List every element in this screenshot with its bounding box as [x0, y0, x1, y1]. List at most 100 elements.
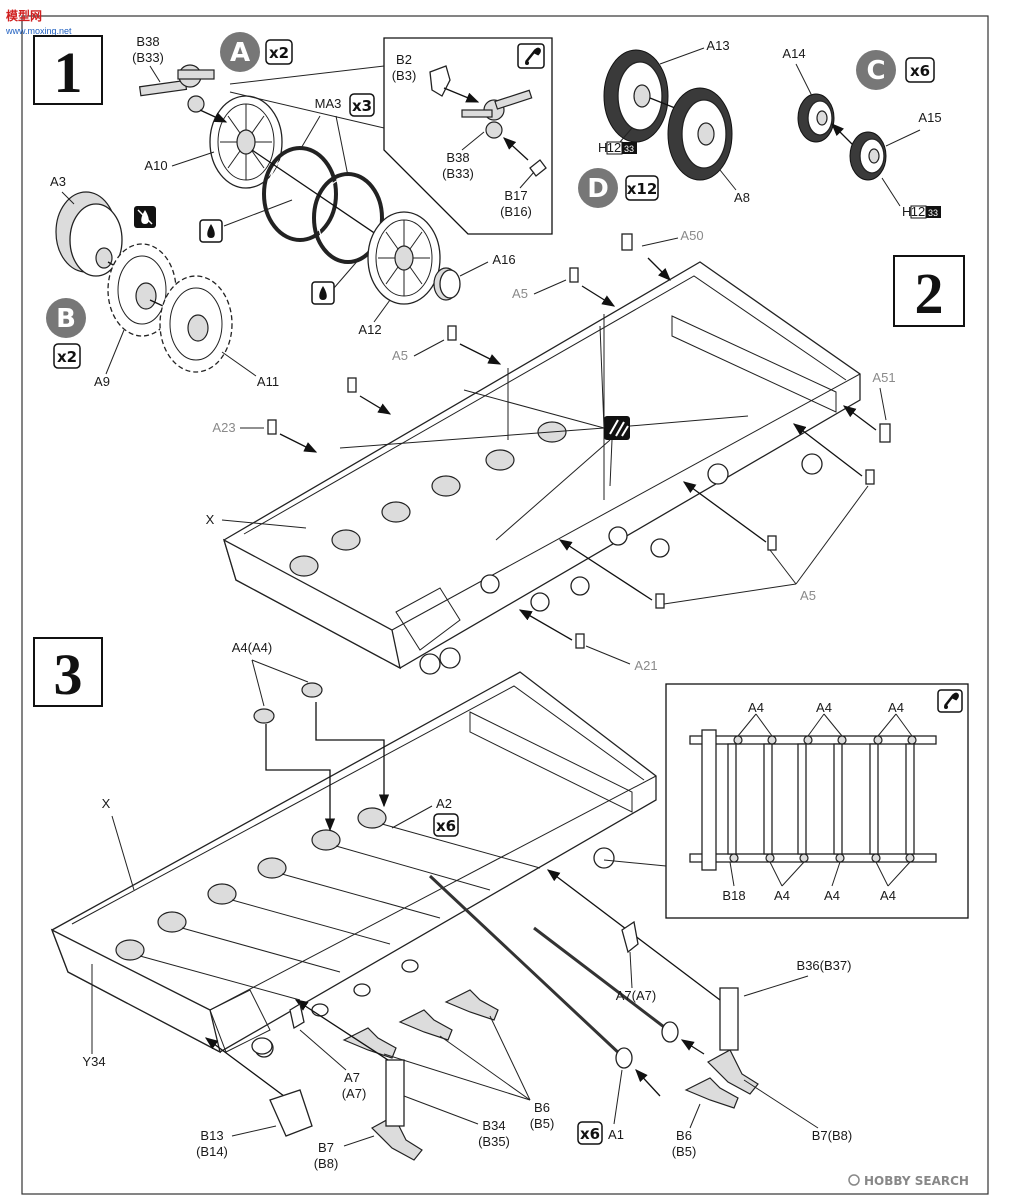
svg-text:B36(B37): B36(B37): [797, 958, 852, 973]
svg-text:(B5): (B5): [530, 1116, 555, 1131]
parts-a1-torsion-bars: [428, 874, 679, 1069]
part-a10-wheel: [209, 95, 283, 189]
no-cement-icon: [134, 206, 156, 228]
svg-text:A13: A13: [706, 38, 729, 53]
svg-text:X: X: [102, 796, 111, 811]
cement-icon: [311, 281, 335, 305]
svg-text:B38: B38: [446, 150, 469, 165]
svg-text:x6: x6: [910, 62, 930, 80]
callout-a: A x2: [220, 32, 293, 72]
svg-text:模型网: 模型网: [6, 8, 42, 23]
svg-text:x2: x2: [57, 348, 77, 366]
step-number: 1: [54, 40, 83, 105]
part-b38-arm: [138, 64, 215, 113]
svg-text:A51: A51: [872, 370, 895, 385]
svg-text:(B33): (B33): [132, 50, 164, 65]
part-a8-wheel: [667, 87, 733, 181]
svg-text:A8: A8: [734, 190, 750, 205]
part-a4-bracket: [253, 682, 323, 724]
svg-text:C: C: [866, 56, 885, 86]
svg-text:X: X: [206, 512, 215, 527]
a2-qty-box: [433, 813, 459, 837]
svg-text:A: A: [230, 38, 250, 68]
cement-icon: [199, 219, 223, 243]
svg-text:A4: A4: [748, 700, 764, 715]
svg-text:A9: A9: [94, 374, 110, 389]
callout-b: B x2: [46, 298, 86, 369]
svg-text:x12: x12: [627, 180, 658, 198]
callout-d: D x12: [578, 168, 659, 208]
svg-text:H: H: [598, 140, 607, 155]
svg-text:A4: A4: [816, 700, 832, 715]
svg-text:B7: B7: [318, 1140, 334, 1155]
sanding-icon: [604, 416, 630, 440]
hobby-search-watermark: HOBBY SEARCH: [848, 1174, 969, 1188]
svg-text:Y34: Y34: [82, 1054, 105, 1069]
svg-text:A7: A7: [344, 1070, 360, 1085]
a1-qty-box: [577, 1121, 603, 1145]
part-a16-hubcap: [433, 267, 461, 301]
parts-a5-brackets: [267, 233, 891, 649]
part-a3-sprocket-hub: [55, 191, 123, 277]
svg-text:A4: A4: [824, 888, 840, 903]
svg-text:B13: B13: [200, 1128, 223, 1143]
svg-text:B: B: [56, 304, 76, 334]
svg-text:x2: x2: [269, 44, 289, 62]
part-a11-sprocket: [159, 275, 233, 373]
svg-text:A7(A7): A7(A7): [616, 988, 656, 1003]
svg-text:A1: A1: [608, 1127, 624, 1142]
svg-text:HOBBY SEARCH: HOBBY SEARCH: [864, 1174, 969, 1188]
svg-text:A5: A5: [800, 588, 816, 603]
svg-text:(A7): (A7): [342, 1086, 367, 1101]
svg-text:A14: A14: [782, 46, 805, 61]
svg-text:D: D: [587, 174, 609, 204]
svg-text:A4: A4: [880, 888, 896, 903]
svg-text:A5: A5: [512, 286, 528, 301]
callout-c: C x6: [856, 50, 935, 90]
paint-code: H 12 33: [881, 177, 941, 219]
page-border: [21, 15, 989, 1195]
site-watermark: 模型网 www.moxing.net: [5, 8, 72, 36]
svg-text:A4(A4): A4(A4): [232, 640, 272, 655]
svg-text:A2: A2: [436, 796, 452, 811]
svg-text:A10: A10: [144, 158, 167, 173]
svg-text:(B35): (B35): [478, 1134, 510, 1149]
svg-text:A50: A50: [680, 228, 703, 243]
step-3: 3: [33, 637, 969, 1171]
svg-text:(B16): (B16): [500, 204, 532, 219]
part-b13-plate: [269, 1089, 313, 1137]
svg-text:B18: B18: [722, 888, 745, 903]
step-1: 1 A x2 B x2 C x6 D x12: [33, 32, 942, 389]
svg-text:A5: A5: [392, 348, 408, 363]
part-a14-wheel: [797, 93, 835, 143]
svg-text:H: H: [902, 204, 911, 219]
paint-code: H 12 33: [598, 127, 637, 155]
svg-text:x6: x6: [580, 1125, 600, 1143]
part-a12-wheel: [367, 211, 441, 305]
svg-text:B17: B17: [504, 188, 527, 203]
step-2: 2: [206, 228, 965, 675]
svg-text:12: 12: [607, 140, 621, 155]
svg-text:A23: A23: [212, 420, 235, 435]
svg-text:33: 33: [624, 144, 634, 154]
step-number: 3: [54, 642, 83, 707]
svg-text:A15: A15: [918, 110, 941, 125]
svg-text:B6: B6: [534, 1100, 550, 1115]
part-a7-bracket: [289, 920, 639, 1030]
svg-text:A21: A21: [634, 658, 657, 673]
svg-text:(B8): (B8): [314, 1156, 339, 1171]
svg-text:(B14): (B14): [196, 1144, 228, 1159]
svg-text:B38: B38: [136, 34, 159, 49]
svg-text:B2: B2: [396, 52, 412, 67]
svg-text:B6: B6: [676, 1128, 692, 1143]
svg-text:A11: A11: [257, 374, 279, 389]
part-a13-return-wheel: [603, 49, 669, 143]
svg-text:A4: A4: [888, 700, 904, 715]
svg-text:(B3): (B3): [392, 68, 417, 83]
step-number: 2: [915, 261, 944, 326]
svg-text:A4: A4: [774, 888, 790, 903]
step-number-box: [893, 255, 965, 327]
hull-x-upper: [222, 261, 861, 675]
ma3-qty-box: [349, 93, 375, 117]
